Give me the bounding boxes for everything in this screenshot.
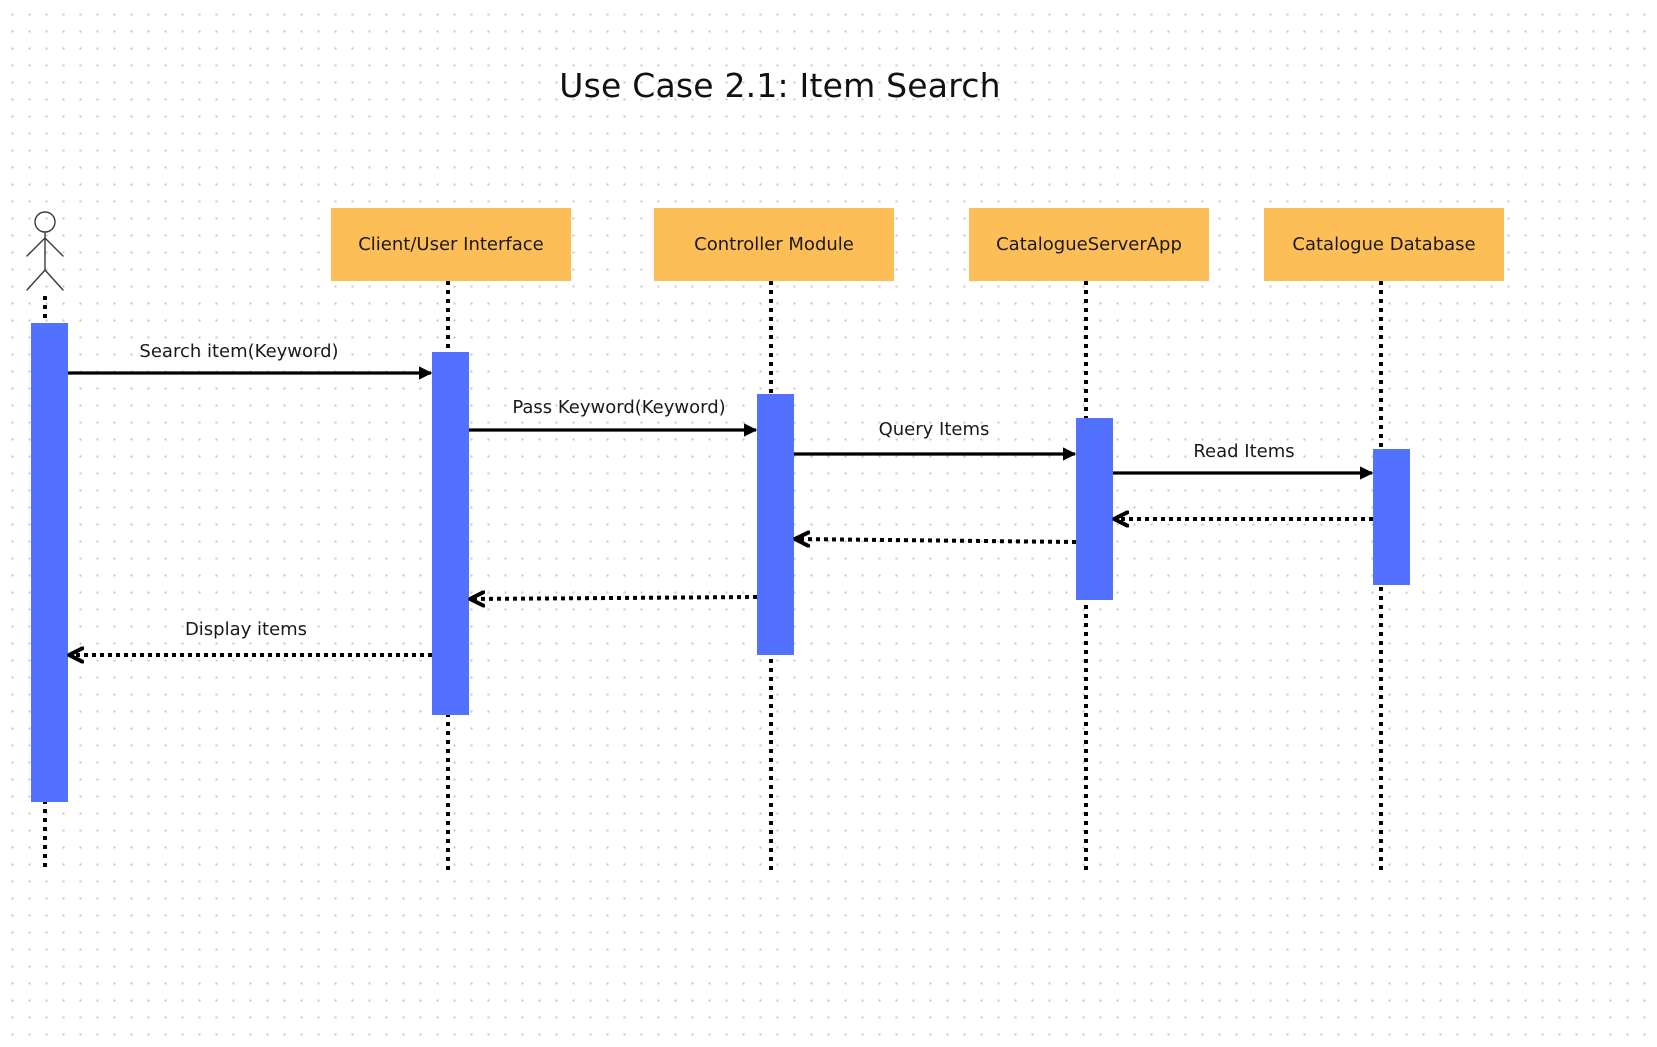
- activation-bar-controller: [757, 394, 794, 655]
- activation-bar-ui: [432, 352, 469, 715]
- actor-head-icon: [34, 211, 56, 233]
- participant-db-label: Catalogue Database: [1292, 234, 1476, 255]
- participant-box-ui: [331, 208, 571, 281]
- activation-bar-actor: [31, 323, 68, 802]
- message-label-search-item: Search item(Keyword): [139, 341, 339, 362]
- message-label-pass-keyword: Pass Keyword(Keyword): [512, 397, 726, 418]
- message-label-read-items: Read Items: [1193, 441, 1295, 462]
- return-arrow-controller-to-ui: [470, 597, 758, 599]
- actor-arm-left-icon: [26, 237, 46, 257]
- return-arrow-server-to-controller: [795, 539, 1077, 542]
- participant-controller-label: Controller Module: [694, 234, 854, 255]
- actor-leg-right-icon: [44, 269, 64, 291]
- message-label-display-items: Display items: [184, 619, 308, 640]
- activation-bar-server: [1076, 418, 1113, 600]
- participant-server-label: CatalogueServerApp: [996, 234, 1182, 255]
- activation-bar-db: [1373, 449, 1410, 585]
- participant-ui-label: Client/User Interface: [358, 234, 544, 255]
- actor-leg-left-icon: [26, 269, 46, 291]
- diagram-title: Use Case 2.1: Item Search: [559, 66, 1001, 105]
- participant-box-db: [1264, 208, 1504, 281]
- participant-box-controller: [654, 208, 894, 281]
- participant-box-server: [969, 208, 1209, 281]
- actor-arm-right-icon: [44, 237, 64, 257]
- message-label-query-items: Query Items: [878, 419, 990, 440]
